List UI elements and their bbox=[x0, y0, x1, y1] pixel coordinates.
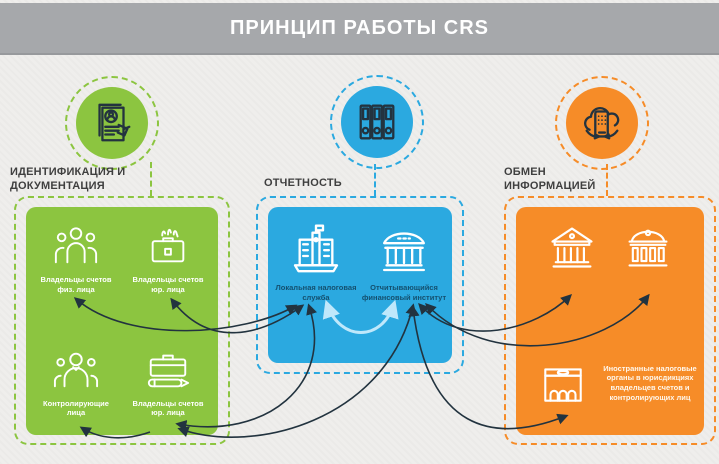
item-reporting-financial-institution: Отчитывающийся финансовый институт bbox=[360, 221, 448, 303]
tax-office-icon bbox=[288, 221, 344, 277]
exchange-box: Иностранные налоговые органы в юрисдикци… bbox=[516, 207, 704, 435]
item-label: Иностранные налоговые органы в юрисдикци… bbox=[603, 363, 697, 402]
item-label: Владельцы счетов физ. лица bbox=[40, 275, 112, 294]
item-label: Владельцы счетов юр. лица bbox=[132, 275, 204, 294]
exchange-circle bbox=[555, 76, 649, 170]
page-title: ПРИНЦИП РАБОТЫ CRS bbox=[230, 16, 489, 39]
dome-building-icon bbox=[622, 221, 674, 273]
arched-building-icon bbox=[538, 357, 588, 409]
item-label: Отчитывающийся финансовый институт bbox=[361, 283, 447, 302]
connector-line-reporting bbox=[374, 164, 376, 196]
binders-icon bbox=[341, 86, 413, 158]
reporting-box: Локальная налоговая служба Отчитывающийс… bbox=[268, 207, 452, 363]
controlling-person-icon bbox=[53, 347, 99, 393]
section-title-reporting: ОТЧЕТНОСТЬ bbox=[264, 177, 342, 189]
connector-line-exchange bbox=[606, 164, 608, 196]
foreign-buildings-row bbox=[546, 221, 674, 273]
reporting-circle bbox=[330, 75, 424, 169]
item-account-holders-entities-bottom: Владельцы счетов юр. лица bbox=[122, 347, 214, 419]
item-account-holders-entities-top: Владельцы счетов юр. лица bbox=[122, 223, 214, 295]
item-controlling-persons: Контролирующие лица bbox=[30, 347, 122, 419]
cloud-sync-icon bbox=[566, 87, 638, 159]
item-label: Контролирующие лица bbox=[43, 398, 109, 418]
item-local-tax-service: Локальная налоговая служба bbox=[272, 221, 360, 303]
identification-circle bbox=[65, 76, 159, 170]
header-bar: ПРИНЦИП РАБОТЫ CRS bbox=[0, 3, 719, 55]
item-label: Локальная налоговая служба bbox=[275, 283, 357, 302]
item-foreign-tax-authorities: Иностранные налоговые органы в юрисдикци… bbox=[538, 357, 704, 409]
connector-line-identification bbox=[150, 162, 152, 196]
briefcase-pen-icon bbox=[145, 347, 191, 393]
section-title-exchange: ОБМЕН ИНФОРМАЦИЕЙ bbox=[504, 166, 596, 192]
item-label: Владельцы счетов юр. лица bbox=[132, 398, 204, 418]
temple-building-icon bbox=[546, 221, 598, 273]
section-title-identification: ИДЕНТИФИКАЦИЯ И ДОКУМЕНТАЦИЯ bbox=[10, 166, 126, 192]
bank-icon bbox=[376, 221, 432, 277]
briefcase-hand-icon bbox=[145, 223, 191, 269]
identification-box: Владельцы счетов физ. лица Владельцы сче… bbox=[26, 207, 218, 435]
item-account-holders-individuals: Владельцы счетов физ. лица bbox=[30, 223, 122, 295]
id-document-icon bbox=[76, 87, 148, 159]
people-group-icon bbox=[53, 223, 99, 269]
